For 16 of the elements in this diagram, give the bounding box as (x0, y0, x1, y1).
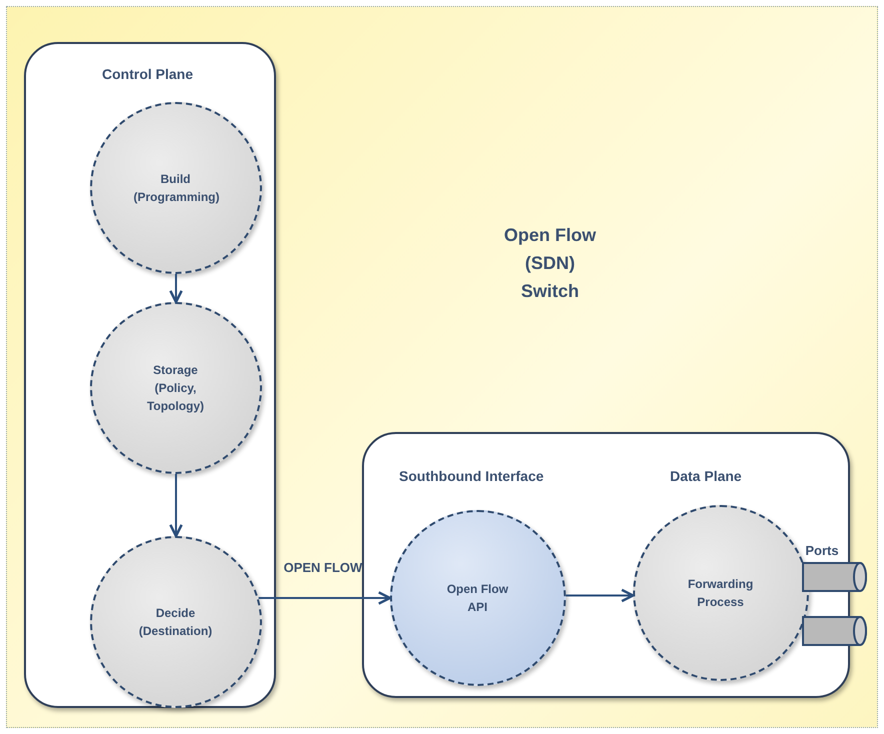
circle-label: Build (Programming) (134, 170, 218, 206)
panel-heading: Southbound Interface (399, 468, 544, 484)
plane-panel (362, 432, 850, 698)
circle-label: Forwarding Process (686, 576, 754, 610)
arrow (169, 474, 183, 538)
arrow (258, 591, 392, 605)
plane-panel (24, 42, 276, 708)
arrow (169, 274, 183, 304)
circle-label: Storage (Policy, Topology) (146, 362, 206, 414)
circle-label: Open Flow API (446, 580, 510, 616)
ports-label: Ports (804, 542, 840, 560)
arrow (566, 588, 634, 602)
diagram-title: Open Flow (SDN) Switch (503, 224, 597, 303)
circle-label: Decide (Destination) (138, 604, 214, 640)
panel-heading: Data Plane (670, 468, 742, 484)
panel-heading: Control Plane (102, 66, 194, 82)
